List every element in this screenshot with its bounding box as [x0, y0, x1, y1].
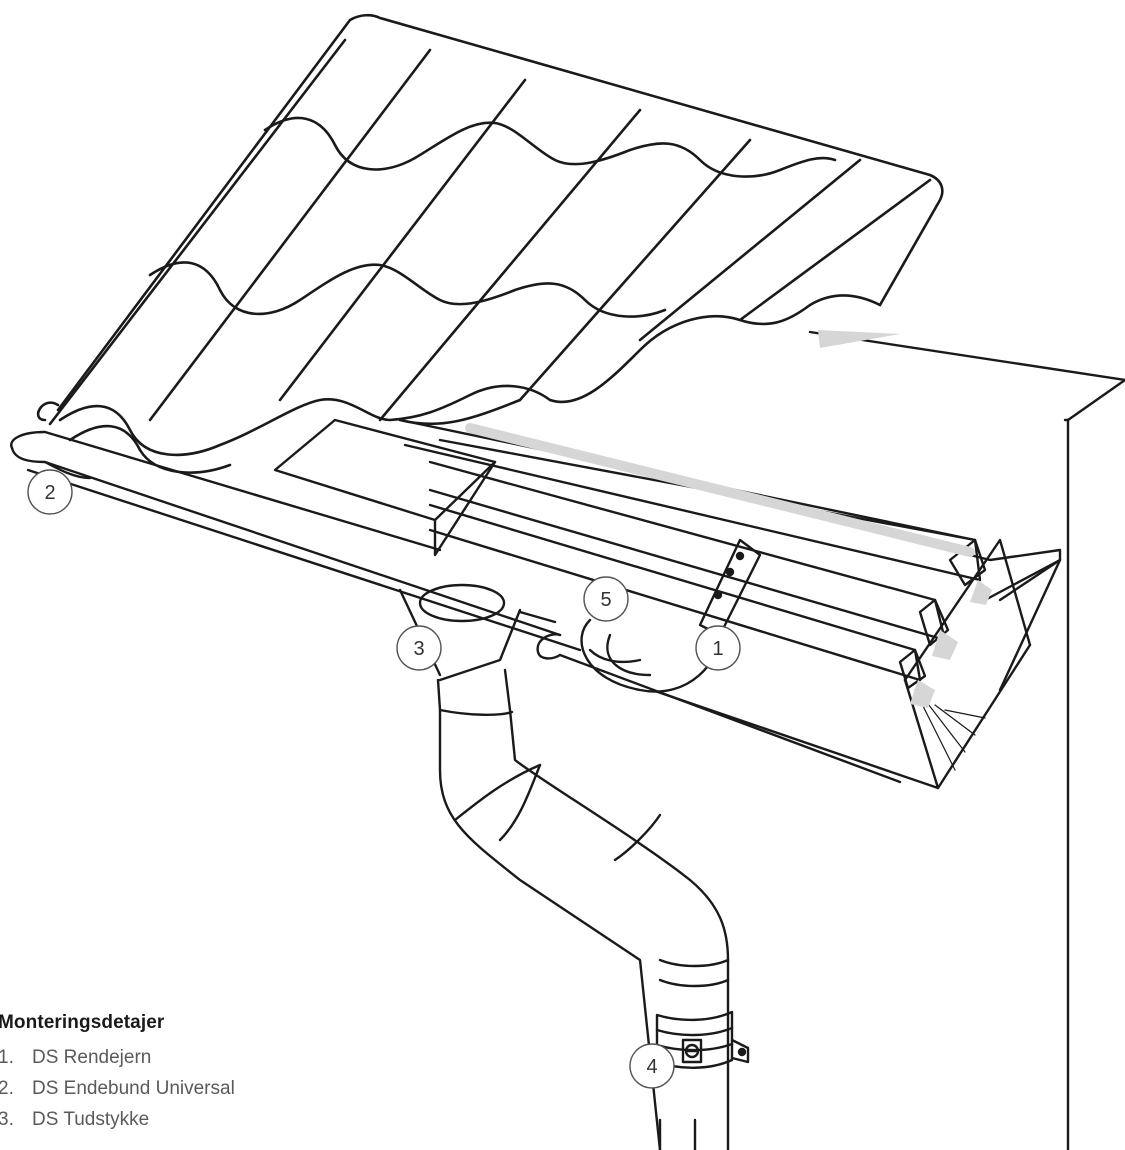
callout-label-5: 5 — [600, 589, 611, 611]
callout-5: 5 — [583, 576, 629, 622]
legend-item: 3. DS Tudstykke — [0, 1104, 418, 1135]
assembly-legend: Monteringsdetajer 1. DS Rendejern 2. DS En… — [0, 1012, 418, 1135]
callout-3: 3 — [396, 625, 442, 671]
roof-battens — [398, 418, 1062, 708]
fascia-board — [650, 538, 1032, 790]
callout-label-1: 1 — [712, 638, 723, 660]
downpipe — [436, 668, 730, 1150]
legend-list: 1. DS Rendejern 2. DS Endebund Universal 3… — [0, 1042, 418, 1135]
legend-item-label: DS Endebund Universal — [32, 1078, 235, 1099]
wall — [808, 330, 1125, 1150]
legend-item-number: 1. — [0, 1047, 14, 1068]
legend-title: Monteringsdetajer — [0, 1012, 165, 1033]
legend-item-label: DS Tudstykke — [32, 1109, 150, 1130]
callout-label-2: 2 — [44, 482, 55, 504]
legend-item: 2. DS Endebund Universal — [0, 1073, 418, 1104]
callout-4: 4 — [629, 1043, 675, 1089]
callout-1: 1 — [695, 625, 741, 671]
callout-2: 2 — [27, 469, 73, 515]
legend-item-number: 2. — [0, 1078, 14, 1099]
gutter-channel — [10, 430, 902, 784]
legend-item: 1. DS Rendejern — [0, 1042, 418, 1073]
callout-label-4: 4 — [646, 1056, 657, 1078]
legend-item-label: DS Rendejern — [32, 1047, 152, 1068]
legend-item-number: 3. — [0, 1109, 14, 1130]
gutter-cover — [273, 418, 497, 557]
callout-label-3: 3 — [413, 638, 424, 660]
roof-tiles — [37, 13, 944, 474]
